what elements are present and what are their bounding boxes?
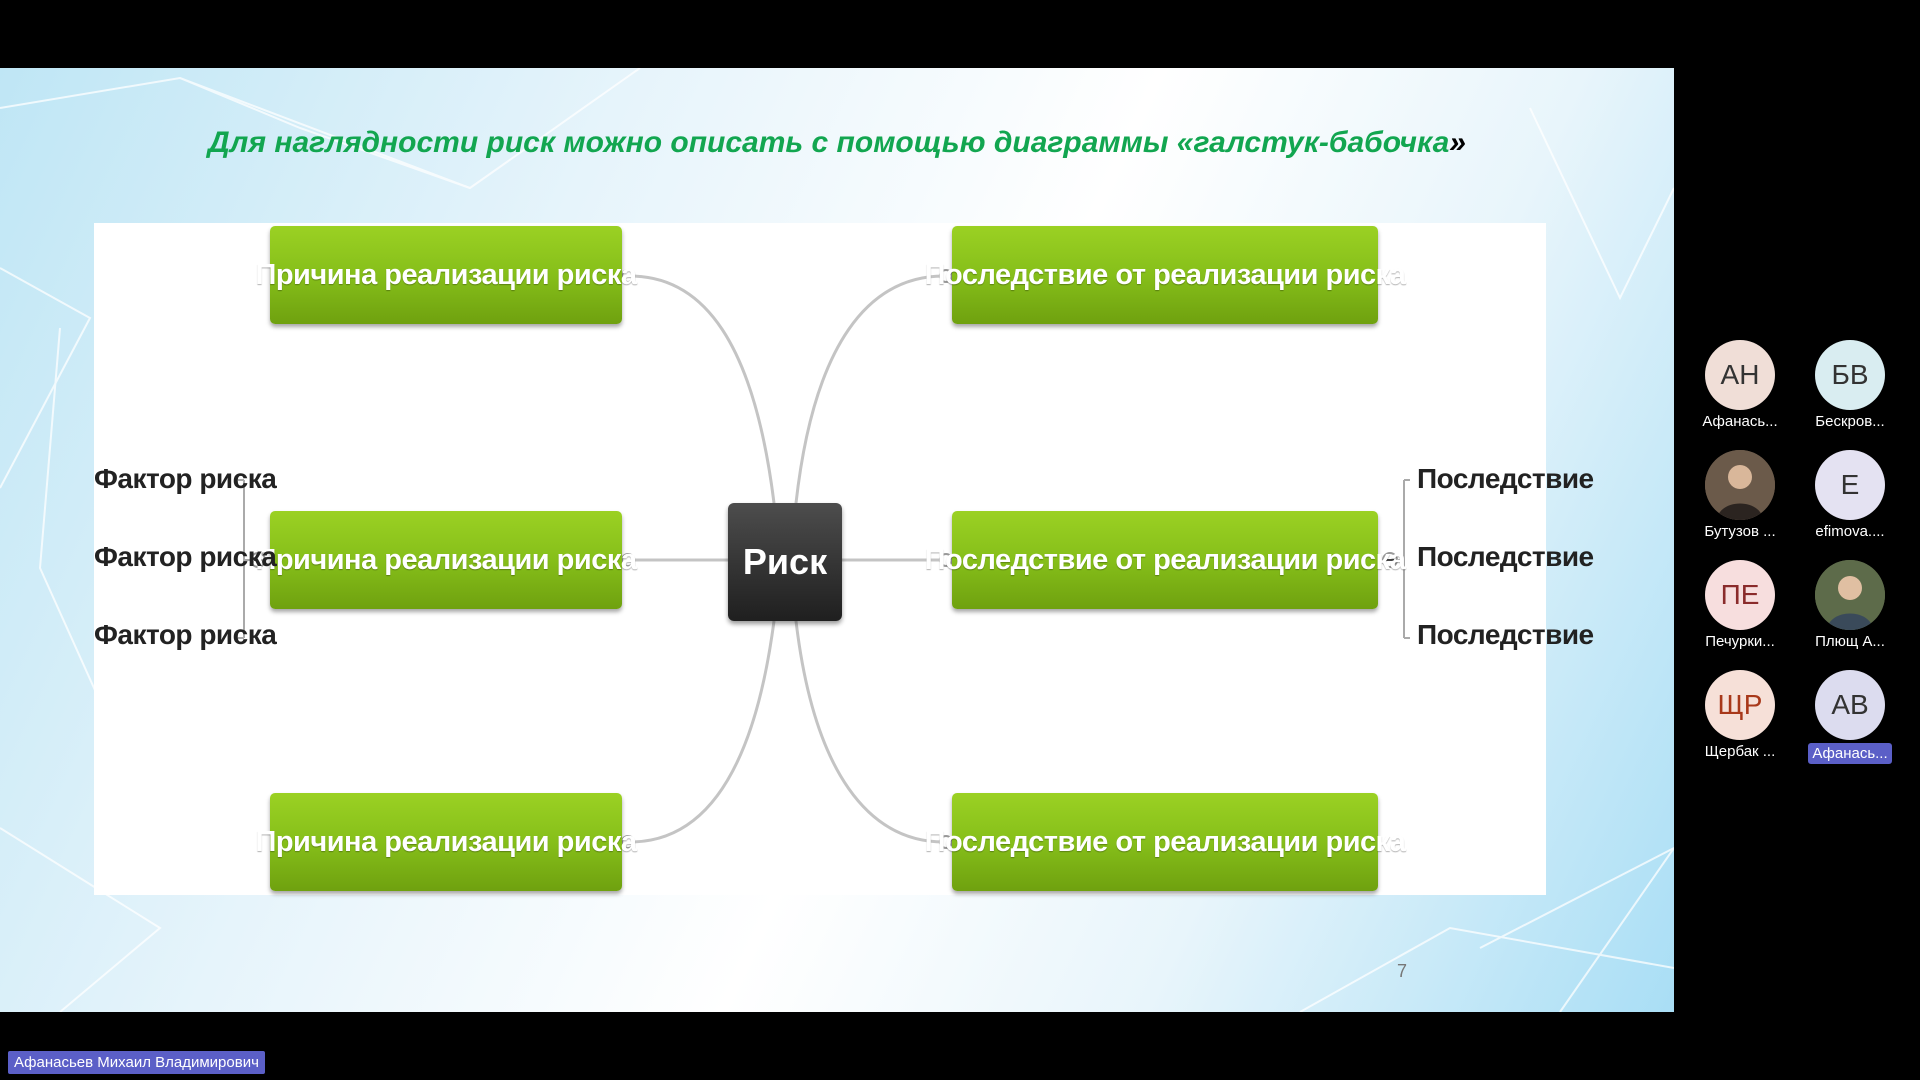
- participant-tile[interactable]: Плющ А...: [1800, 560, 1900, 650]
- person-photo-icon: [1815, 560, 1885, 630]
- participant-tile[interactable]: Е efimova....: [1800, 450, 1900, 540]
- participant-name: Бутузов ...: [1704, 523, 1776, 540]
- shared-slide: Для наглядности риск можно описать с пом…: [0, 68, 1674, 1012]
- participant-name: Щербак ...: [1704, 743, 1776, 760]
- participant-tile[interactable]: ПЕ Печурки...: [1690, 560, 1790, 650]
- diagram-connectors: [238, 269, 1410, 849]
- participant-name: Печурки...: [1705, 633, 1775, 650]
- risk-factor-label: Фактор риска: [94, 619, 277, 650]
- consequence-label: Последствие: [1417, 463, 1594, 494]
- participant-name: efimova....: [1815, 523, 1885, 540]
- participant-name: Афанась...: [1702, 413, 1778, 430]
- participant-avatar: ЩР: [1705, 670, 1775, 740]
- effect-node-1: Последствие от реализации риска: [925, 226, 1406, 324]
- participant-photo: [1815, 560, 1885, 630]
- participant-tile[interactable]: АВ Афанась...: [1800, 670, 1900, 764]
- participant-name: Бескров...: [1815, 413, 1885, 430]
- effect-node-3: Последствие от реализации риска: [925, 793, 1406, 891]
- participant-avatar: Е: [1815, 450, 1885, 520]
- participant-avatar: АВ: [1815, 670, 1885, 740]
- participant-tile[interactable]: БВ Бескров...: [1800, 340, 1900, 430]
- consequence-label: Последствие: [1417, 619, 1594, 650]
- cause-node-3: Причина реализации риска: [256, 793, 637, 891]
- slide-number: 7: [1397, 961, 1408, 981]
- participant-name: Плющ А...: [1815, 633, 1885, 650]
- consequence-label: Последствие: [1417, 541, 1594, 572]
- participant-tile[interactable]: АН Афанась...: [1690, 340, 1790, 430]
- risk-node: Риск: [728, 503, 842, 621]
- effect-node-2: Последствие от реализации риска: [925, 511, 1406, 609]
- risk-factor-label: Фактор риска: [94, 541, 277, 572]
- participant-name-active: Афанась...: [1808, 743, 1892, 764]
- person-photo-icon: [1705, 450, 1775, 520]
- participant-tile[interactable]: ЩР Щербак ...: [1690, 670, 1790, 760]
- participant-avatar: БВ: [1815, 340, 1885, 410]
- participant-photo: [1705, 450, 1775, 520]
- participant-avatar: АН: [1705, 340, 1775, 410]
- slide-title: Для наглядности риск можно описать с пом…: [208, 126, 1466, 159]
- cause-node-2: Причина реализации риска: [256, 511, 637, 609]
- risk-factor-label: Фактор риска: [94, 463, 277, 494]
- cause-node-1: Причина реализации риска: [256, 226, 637, 324]
- slide-background-decoration: [0, 68, 1674, 1012]
- participant-tile[interactable]: Бутузов ...: [1690, 450, 1790, 540]
- bow-tie-diagram: Причина реализации риска Причина реализа…: [94, 223, 1594, 895]
- speaker-name-label: Афанасьев Михаил Владимирович: [8, 1051, 265, 1074]
- participant-avatar: ПЕ: [1705, 560, 1775, 630]
